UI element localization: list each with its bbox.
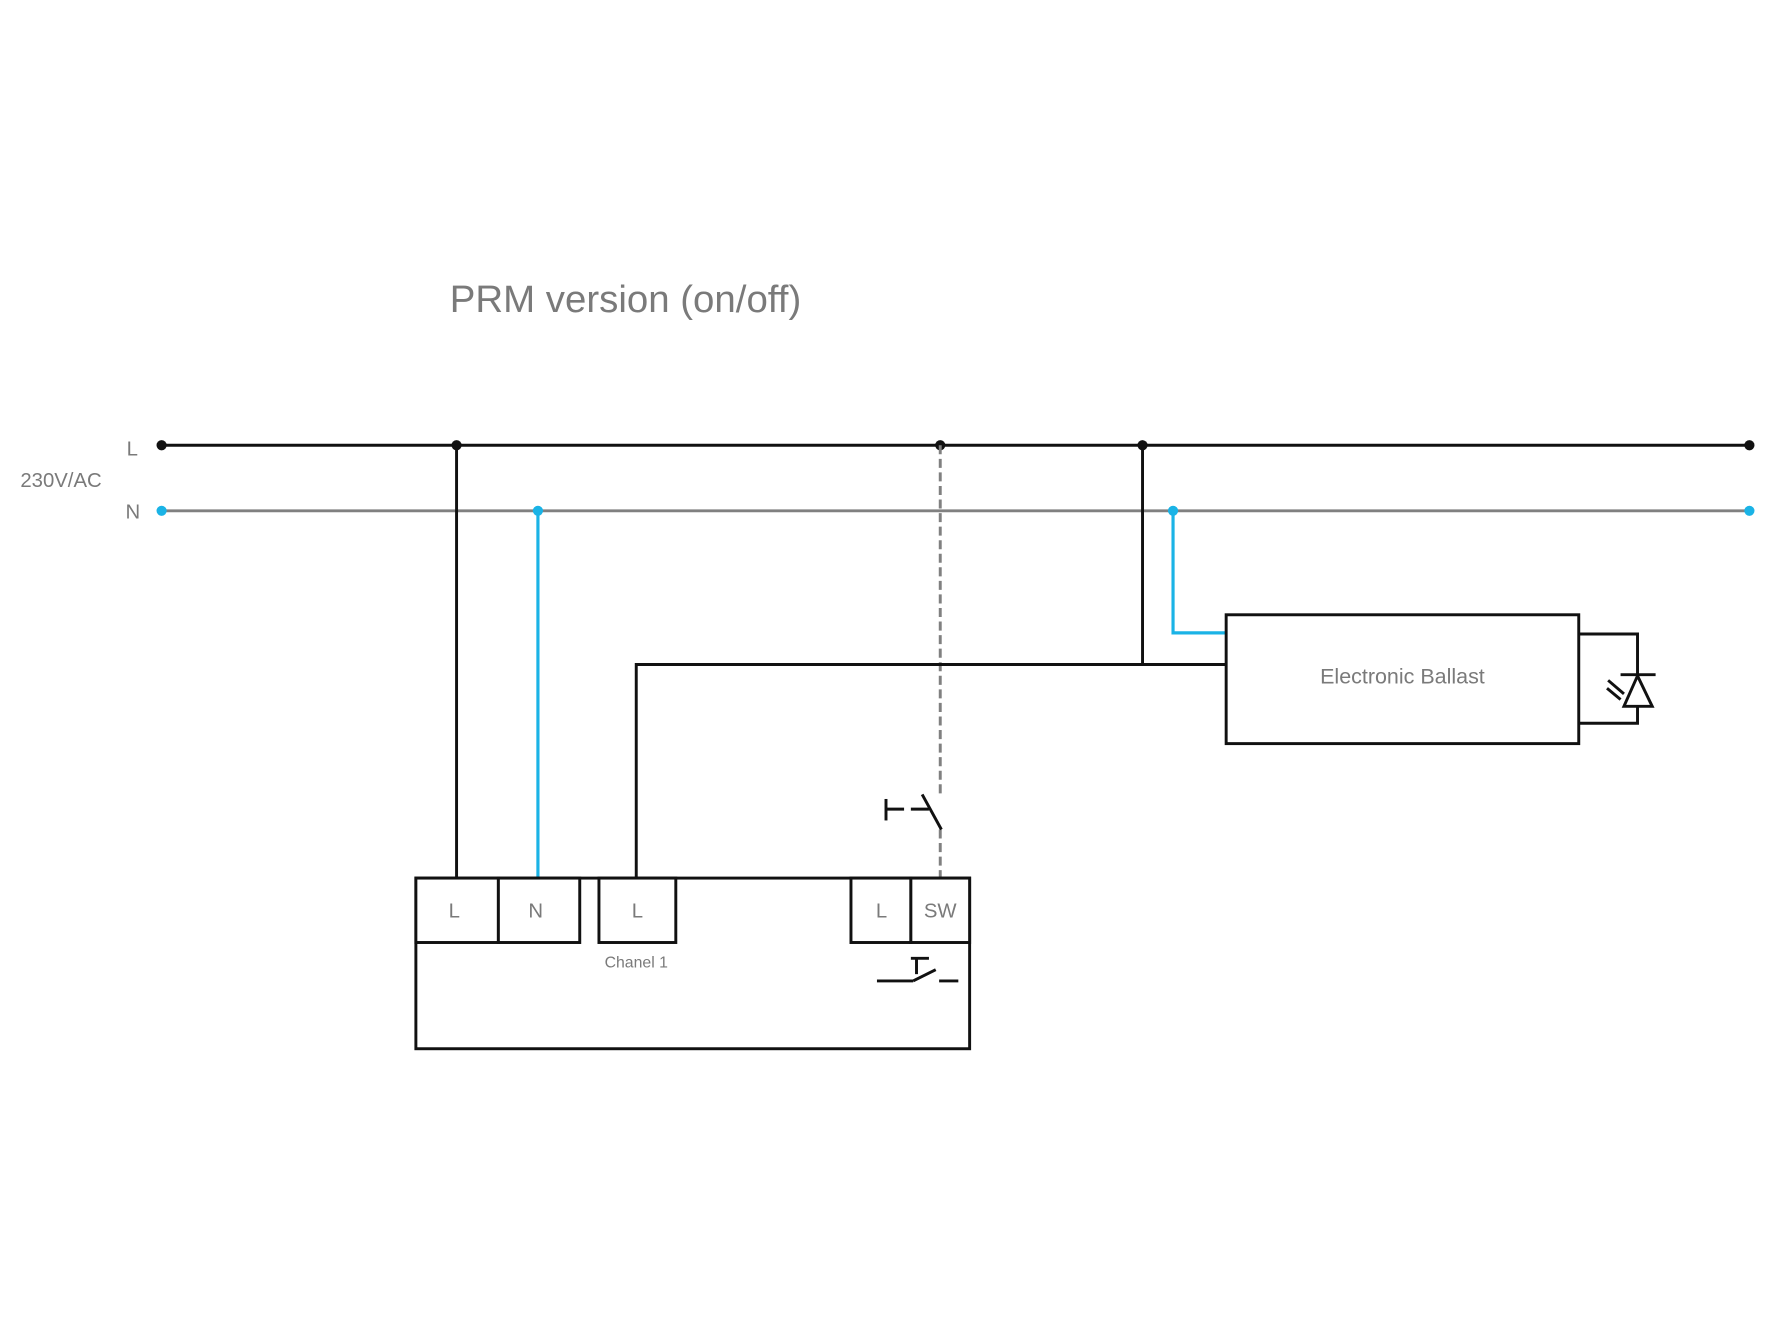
electronic-ballast-label: Electronic Ballast	[1320, 665, 1485, 689]
terminal-n-power	[496, 876, 582, 944]
module-neutral-junction	[532, 505, 544, 516]
terminal-sw-label: SW	[924, 901, 958, 923]
terminal-l-power	[414, 876, 500, 944]
electronic-ballast-box	[1224, 613, 1581, 746]
neutral-bus-start-node	[156, 505, 167, 516]
neutral-bus-end-node	[1744, 505, 1755, 516]
terminal-n-power-label: N	[528, 901, 543, 923]
diagram-title: PRM version (on/off)	[450, 278, 801, 321]
internal-relay-contact-icon	[876, 956, 959, 983]
terminal-l-channel1-label: L	[632, 901, 643, 923]
led-lamp-icon	[1606, 672, 1656, 708]
line-bus-start-node	[156, 440, 167, 451]
terminal-l-switch-label: L	[876, 901, 887, 923]
terminal-l-power-label: L	[449, 901, 460, 923]
lamp-wire-top	[1578, 632, 1639, 675]
module-line-junction	[451, 440, 462, 451]
push-button-switch-icon	[884, 793, 943, 831]
supply-voltage-label: 230V/AC	[20, 470, 101, 492]
lamp-wire-bottom	[1578, 706, 1639, 725]
line-bus-end-node	[1744, 440, 1755, 451]
channel-output-wire	[634, 663, 1227, 879]
channel-label: Chanel 1	[605, 954, 669, 971]
line-label: L	[127, 438, 138, 460]
terminal-sw	[909, 876, 972, 944]
ballast-neutral-wire	[1171, 510, 1227, 635]
neutral-label: N	[125, 502, 140, 524]
terminal-l-channel1	[597, 876, 678, 944]
